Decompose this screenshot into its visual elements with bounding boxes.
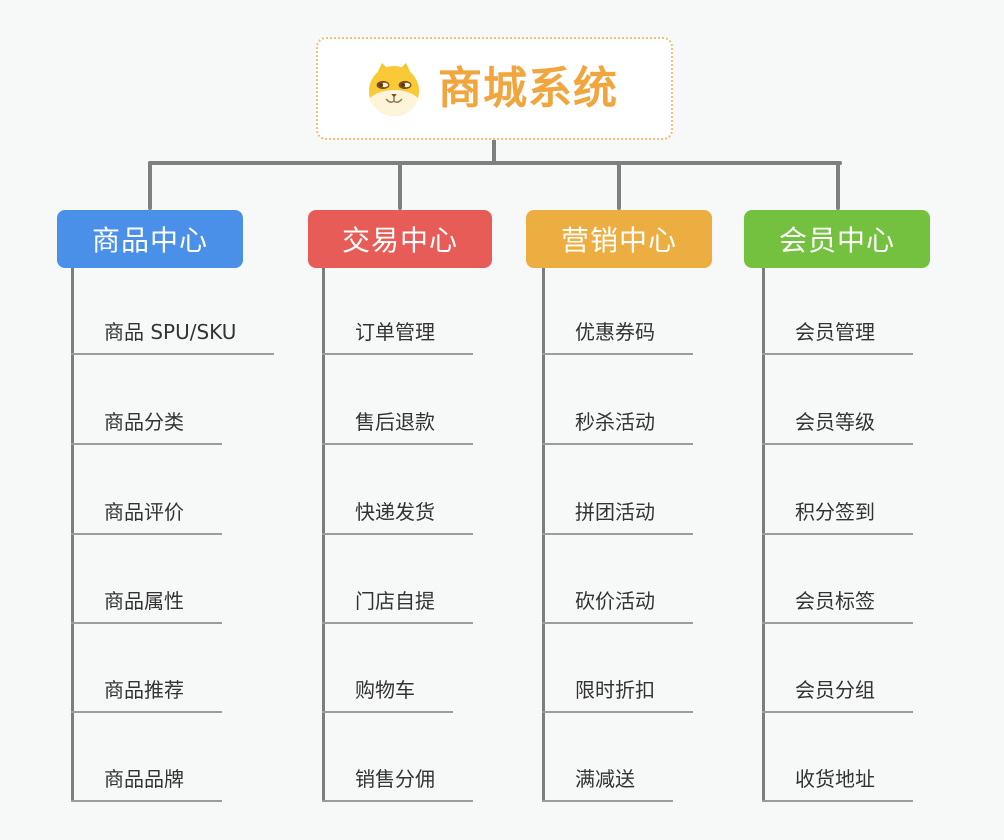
leaf-node[interactable]: 商品属性 <box>71 588 222 624</box>
connector-drop-product <box>148 161 152 210</box>
root-node-mall-system[interactable]: 商城系统 <box>316 37 673 140</box>
branch-node-marketing-center[interactable]: 营销中心 <box>526 210 712 268</box>
branch-node-member-center[interactable]: 会员中心 <box>744 210 930 268</box>
shiba-dog-icon <box>369 62 419 116</box>
trunk-product-center <box>71 268 74 802</box>
leaf-node[interactable]: 限时折扣 <box>542 677 693 713</box>
branch-node-product-center[interactable]: 商品中心 <box>57 210 243 268</box>
branch-label: 会员中心 <box>778 224 895 257</box>
leaf-node[interactable]: 会员管理 <box>762 319 913 355</box>
branch-label: 交易中心 <box>341 224 458 257</box>
leaf-node[interactable]: 销售分佣 <box>322 766 473 802</box>
leaf-node[interactable]: 优惠券码 <box>542 319 693 355</box>
connector-drop-marketing <box>617 161 621 210</box>
leaf-node[interactable]: 积分签到 <box>762 499 913 535</box>
connector-drop-trade <box>398 161 402 210</box>
leaf-node[interactable]: 满减送 <box>542 766 673 802</box>
leaf-node[interactable]: 拼团活动 <box>542 499 693 535</box>
branch-label: 商品中心 <box>91 224 208 257</box>
leaf-node[interactable]: 商品推荐 <box>71 677 222 713</box>
leaf-node[interactable]: 会员等级 <box>762 409 913 445</box>
leaf-node[interactable]: 快递发货 <box>322 499 473 535</box>
leaf-node[interactable]: 购物车 <box>322 677 453 713</box>
leaf-node[interactable]: 商品 SPU/SKU <box>71 319 275 355</box>
leaf-node[interactable]: 门店自提 <box>322 588 473 624</box>
leaf-node[interactable]: 会员标签 <box>762 588 913 624</box>
leaf-node[interactable]: 售后退款 <box>322 409 473 445</box>
connector-horizontal-main <box>148 161 842 165</box>
leaf-node[interactable]: 订单管理 <box>322 319 473 355</box>
leaf-node[interactable]: 商品品牌 <box>71 766 222 802</box>
leaf-node[interactable]: 收货地址 <box>762 766 913 802</box>
leaf-node[interactable]: 会员分组 <box>762 677 913 713</box>
leaf-node[interactable]: 商品评价 <box>71 499 222 535</box>
branch-node-trade-center[interactable]: 交易中心 <box>308 210 492 268</box>
leaf-node[interactable]: 砍价活动 <box>542 588 693 624</box>
leaf-node[interactable]: 商品分类 <box>71 409 222 445</box>
root-title: 商城系统 <box>438 62 618 114</box>
connector-root-vertical <box>492 140 496 164</box>
leaf-node[interactable]: 秒杀活动 <box>542 409 693 445</box>
trunk-member-center <box>762 268 765 802</box>
connector-drop-member <box>836 161 840 210</box>
trunk-trade-center <box>322 268 325 802</box>
branch-label: 营销中心 <box>560 224 677 257</box>
trunk-marketing-center <box>542 268 545 802</box>
